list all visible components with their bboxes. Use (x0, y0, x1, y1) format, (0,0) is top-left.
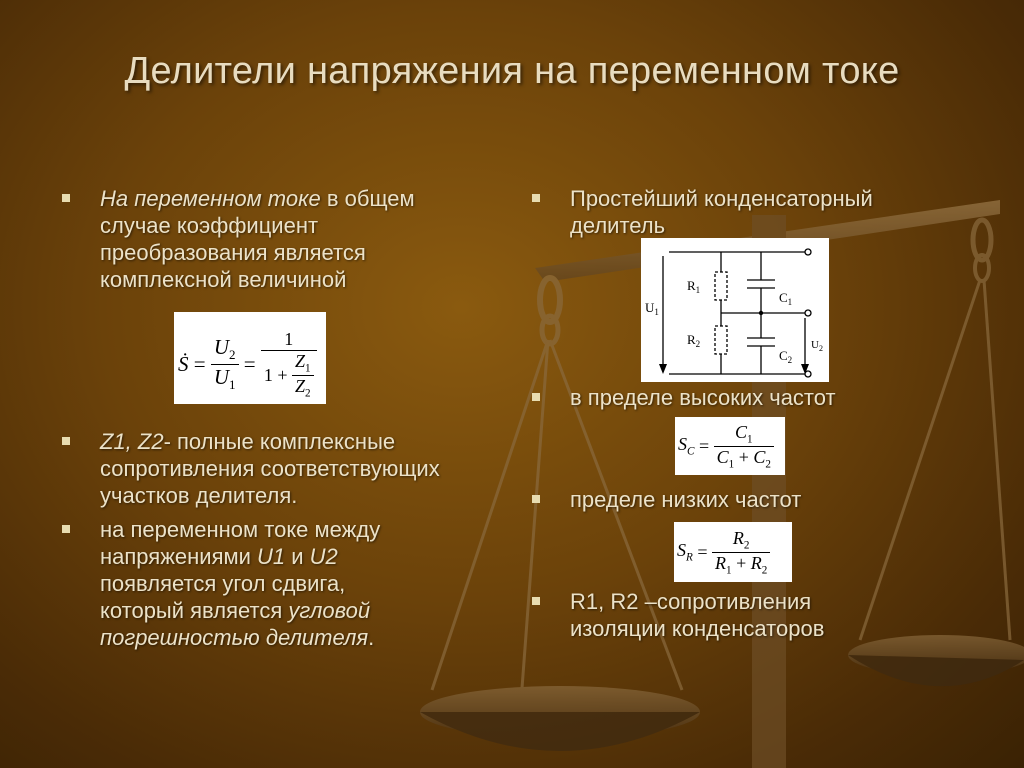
bullet-marker (532, 393, 540, 401)
bullet-phase-shift: на переменном токе между напряжениями U1… (62, 516, 510, 651)
bullet-text: преобразования является (100, 240, 366, 265)
bullet-text: в пределе высоких частот (570, 385, 836, 410)
label-C1: C (779, 290, 788, 305)
svg-text:U1: U1 (645, 300, 659, 317)
bullet-text: напряжениями (100, 544, 258, 569)
bullet-impedances: Z1, Z2- полные комплексные сопротивления… (62, 428, 520, 509)
svg-text:C2: C2 (779, 348, 792, 365)
bullet-text: R1, R2 –сопротивления (570, 589, 812, 614)
bullet-italic-text: погрешностью делителя (100, 625, 369, 650)
svg-text:U2: U2 (811, 339, 823, 353)
bullet-insulation-resistance: R1, R2 –сопротивления изоляции конденсат… (532, 588, 950, 642)
formula-capacitive-ratio: SC = C1 C1 + C2 (675, 417, 785, 475)
label-R1: R (687, 278, 696, 293)
bullet-text: появляется угол сдвига, (100, 571, 346, 596)
bullet-capacitor-divider: Простейший конденсаторный делитель (532, 185, 950, 239)
bullet-italic-text: U2 (309, 544, 338, 569)
bullet-text: изоляции конденсаторов (570, 616, 825, 641)
label-U1: U (645, 300, 655, 315)
svg-text:R1: R1 (687, 278, 700, 295)
svg-text:R2: R2 (687, 332, 700, 349)
bullet-text: случае коэффициент (100, 213, 319, 238)
circuit-schematic: R1 R2 C1 C2 U1 U2 (645, 248, 823, 378)
bullet-italic-text: Z1, Z2 (100, 429, 164, 454)
bullet-marker (532, 495, 540, 503)
label-R2: R (687, 332, 696, 347)
bullet-marker (62, 437, 70, 445)
bullet-italic-text: угловой (288, 598, 371, 623)
formula-resistive-ratio: SR = R2 R1 + R2 (674, 522, 792, 582)
bullet-italic-text: На переменном токе (100, 186, 321, 211)
bullet-text: в общем (320, 186, 415, 211)
bullet-text: пределе низких частот (570, 487, 802, 512)
formula-fraction: 1 1 + Z1 Z2 (260, 329, 317, 399)
bullet-text: участков делителя. (100, 483, 298, 508)
bullet-text: делитель (570, 213, 666, 238)
bullet-marker (532, 597, 540, 605)
bullet-ac-coefficient: На переменном токе в общем случае коэффи… (62, 185, 500, 293)
formula-fraction: C1 C1 + C2 (713, 422, 774, 470)
formula-fraction: U2 U1 (210, 335, 239, 392)
bullet-high-frequency: в пределе высоких частот (532, 384, 950, 411)
bullet-text: на переменном токе между (100, 517, 381, 542)
formula-equals: = (243, 351, 256, 376)
label-C2: C (779, 348, 788, 363)
circuit-diagram: R1 R2 C1 C2 U1 U2 (641, 238, 829, 382)
bullet-marker (62, 525, 70, 533)
bullet-text: и (285, 544, 310, 569)
formula-transfer-coefficient: Ṡ = U2 U1 = 1 1 + Z1 Z2 (174, 312, 326, 404)
bullet-low-frequency: пределе низких частот (532, 486, 950, 513)
bullet-text: - полные комплексные (163, 429, 396, 454)
bullet-text: сопротивления соответствующих (100, 456, 440, 481)
bullet-text: который является (100, 598, 289, 623)
svg-text:C1: C1 (779, 290, 792, 307)
slide-title: Делители напряжения на переменном токе (124, 50, 900, 92)
formula-equals: = (193, 351, 206, 376)
label-U2: U (811, 339, 819, 351)
bullet-italic-text: U1 (257, 544, 286, 569)
formula-fraction: R2 R1 + R2 (711, 528, 771, 576)
bullet-text: комплексной величиной (100, 267, 347, 292)
bullet-text: . (368, 625, 375, 650)
bullet-text: Простейший конденсаторный (570, 186, 873, 211)
bullet-marker (532, 194, 540, 202)
formula-symbol: Ṡ (178, 351, 189, 376)
bullet-marker (62, 194, 70, 202)
